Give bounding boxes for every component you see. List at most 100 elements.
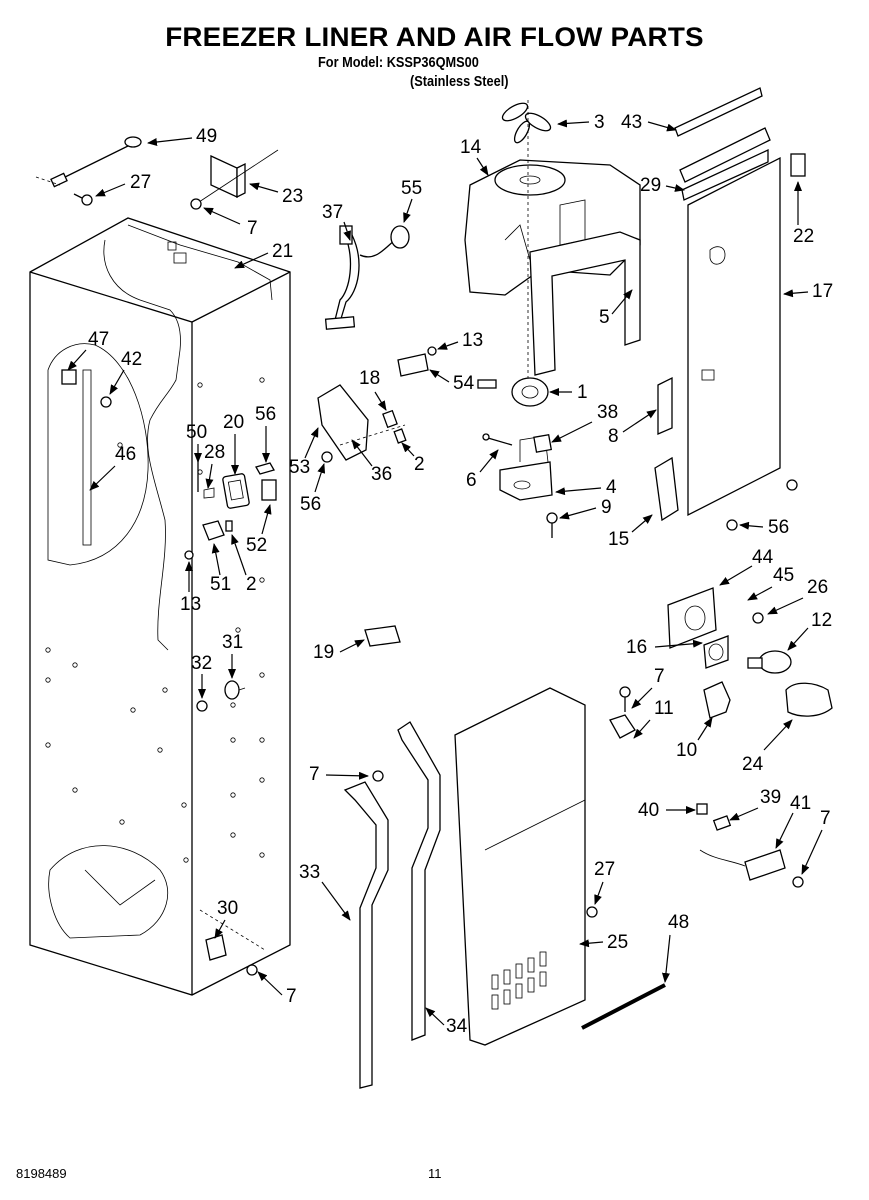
callout-7e: 7 — [257, 971, 297, 1007]
callout-6: 6 — [466, 449, 499, 491]
svg-text:27: 27 — [594, 859, 615, 880]
duct-29-part — [679, 127, 771, 201]
screws-56-part — [726, 479, 798, 531]
clip-28-part — [203, 487, 215, 499]
svg-text:34: 34 — [446, 1016, 468, 1037]
svg-text:7: 7 — [820, 808, 831, 829]
document-number: 8198489 — [16, 1166, 67, 1181]
svg-text:29: 29 — [640, 175, 661, 196]
callout-11: 11 — [633, 698, 674, 739]
svg-text:5: 5 — [599, 307, 610, 328]
gasket-strip-48-part — [581, 983, 666, 1030]
callout-12: 12 — [787, 610, 832, 651]
callout-39: 39 — [729, 787, 781, 821]
svg-text:28: 28 — [204, 442, 225, 463]
svg-text:14: 14 — [460, 137, 482, 158]
callout-47: 47 — [67, 329, 109, 371]
callout-9: 9 — [559, 497, 612, 520]
svg-text:7: 7 — [654, 666, 665, 687]
gasket-5-part — [529, 231, 641, 376]
svg-text:39: 39 — [760, 787, 781, 808]
harness-37-part — [324, 225, 410, 330]
svg-text:7: 7 — [286, 986, 297, 1007]
svg-text:16: 16 — [626, 637, 647, 658]
damper-blade-15-part — [654, 456, 679, 522]
switch-41-part — [699, 849, 786, 881]
screw-56-part — [321, 451, 333, 463]
callout-56b: 56 — [300, 463, 326, 515]
svg-text:33: 33 — [299, 862, 320, 883]
screw-26-part — [752, 612, 764, 624]
callout-5: 5 — [599, 289, 633, 328]
callout-40: 40 — [638, 800, 696, 821]
svg-text:17: 17 — [812, 281, 833, 302]
svg-text:49: 49 — [196, 126, 217, 147]
svg-text:38: 38 — [597, 402, 618, 423]
evaporator-cover-25-part — [454, 687, 586, 1046]
svg-text:20: 20 — [223, 412, 244, 433]
screw-27-part — [73, 193, 93, 206]
svg-text:18: 18 — [359, 368, 380, 389]
svg-text:2: 2 — [414, 454, 425, 475]
callout-4: 4 — [555, 477, 617, 498]
bracket-54-part — [397, 346, 437, 377]
wire-harness-49-part — [35, 136, 142, 188]
board-51-part — [184, 520, 233, 560]
socket-10-part — [703, 681, 731, 719]
svg-text:9: 9 — [601, 497, 612, 518]
callout-56: 56 — [255, 404, 276, 463]
callout-20: 20 — [223, 412, 244, 475]
svg-text:54: 54 — [453, 373, 475, 394]
svg-text:56: 56 — [300, 494, 321, 515]
svg-text:30: 30 — [217, 898, 238, 919]
light-bulb-12-part — [747, 650, 792, 674]
screw-32-part — [196, 700, 208, 712]
callout-42: 42 — [109, 349, 142, 395]
model-line: For Model: KSSP36QMS00 — [318, 54, 479, 71]
svg-text:10: 10 — [676, 740, 697, 761]
callout-50: 50 — [186, 422, 207, 463]
svg-text:32: 32 — [191, 653, 212, 674]
svg-text:21: 21 — [272, 241, 293, 262]
label-22-part — [790, 153, 806, 177]
svg-text:51: 51 — [210, 574, 231, 595]
callout-54: 54 — [429, 369, 475, 394]
callout-41: 41 — [775, 793, 811, 849]
callout-53: 53 — [289, 427, 319, 478]
svg-text:25: 25 — [607, 932, 628, 953]
callout-7c: 7 — [309, 764, 369, 785]
callout-23: 23 — [249, 182, 303, 207]
callout-37: 37 — [322, 202, 351, 241]
callout-7d: 7 — [801, 808, 831, 875]
svg-text:4: 4 — [606, 477, 617, 498]
screw-9-part — [546, 512, 558, 538]
svg-text:12: 12 — [811, 610, 832, 631]
callout-31: 31 — [222, 632, 243, 679]
svg-text:24: 24 — [742, 754, 764, 775]
air-tower-panel-17-part — [687, 156, 781, 517]
callout-36: 36 — [351, 439, 392, 485]
callout-27: 27 — [95, 172, 151, 197]
grommet-38-part — [533, 433, 553, 453]
svg-text:52: 52 — [246, 535, 267, 556]
callout-51: 51 — [210, 543, 231, 595]
svg-text:41: 41 — [790, 793, 811, 814]
screw-7a2-part — [372, 770, 384, 782]
svg-text:56: 56 — [768, 517, 789, 538]
svg-text:19: 19 — [313, 642, 334, 663]
callout-13b: 13 — [180, 561, 201, 615]
svg-text:13: 13 — [462, 330, 483, 351]
screw-7d-part — [792, 876, 804, 888]
callout-19: 19 — [313, 639, 365, 663]
callout-46: 46 — [89, 444, 136, 491]
callout-3: 3 — [557, 112, 605, 133]
connector-39-part — [712, 815, 732, 831]
svg-text:45: 45 — [773, 565, 794, 586]
screw-27b-part — [586, 906, 598, 918]
callout-30: 30 — [214, 898, 238, 939]
svg-text:13: 13 — [180, 594, 201, 615]
svg-text:48: 48 — [668, 912, 689, 933]
svg-text:31: 31 — [222, 632, 243, 653]
svg-text:50: 50 — [186, 422, 207, 443]
callout-49: 49 — [147, 126, 217, 147]
